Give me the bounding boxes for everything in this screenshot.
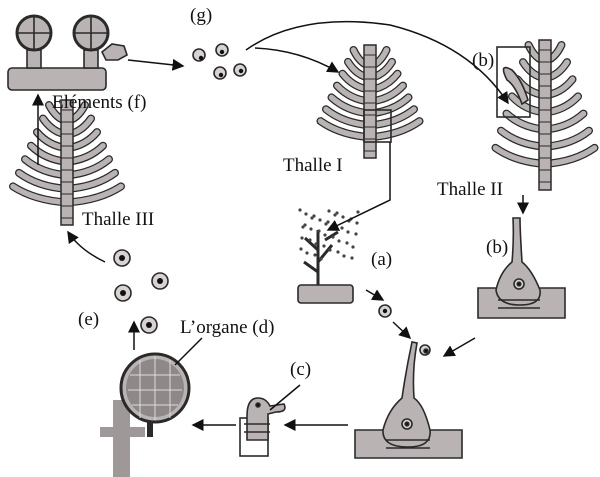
elements-f-illustration — [7, 14, 128, 91]
spore-dot — [318, 218, 322, 222]
spore-dot — [319, 257, 323, 261]
spore-dot — [298, 208, 302, 212]
label-g: (g) — [190, 5, 213, 26]
thalle-2-illustration — [491, 39, 599, 191]
spore-dot — [308, 238, 312, 242]
spore-dot — [299, 247, 303, 251]
label-thalle-1: Thalle I — [283, 155, 343, 176]
label-thalle-3: Thalle III — [82, 209, 155, 230]
spore-dot — [314, 242, 318, 246]
spore-dot — [313, 253, 317, 257]
thalle-3-illustration — [9, 99, 125, 226]
spore-dot — [350, 256, 354, 260]
label-thalle-2: Thalle II — [437, 179, 503, 200]
label-elements-f: Eléments (f) — [52, 92, 147, 113]
label-e: (e) — [78, 309, 100, 330]
spore-dot — [341, 215, 345, 219]
spore-dot — [331, 235, 335, 239]
spore-dot — [317, 229, 321, 233]
label-a: (a) — [371, 249, 393, 270]
spore-dot — [327, 209, 331, 213]
spore-dot — [346, 230, 350, 234]
spore-dot — [345, 241, 349, 245]
spore-dot — [355, 221, 359, 225]
spore-dot — [303, 223, 307, 227]
spore-dot — [322, 244, 326, 248]
label-organe-d: L’organe (d) — [180, 317, 275, 338]
spore-dot — [324, 222, 328, 226]
label-b-top: (b) — [472, 50, 495, 71]
label-c: (c) — [290, 359, 312, 380]
spore-dot — [336, 250, 340, 254]
carpogonium-b — [477, 217, 566, 319]
spore-dot — [300, 236, 304, 240]
spore-dot — [340, 226, 344, 230]
spore-dot — [328, 248, 332, 252]
spore-dot — [333, 213, 337, 217]
fertilization-stage — [354, 341, 463, 459]
thalle-1-illustration — [316, 44, 424, 159]
spore-dot — [342, 254, 346, 258]
spore-dot — [323, 233, 327, 237]
stage-c — [239, 397, 286, 457]
spore-dot — [335, 211, 339, 215]
spore-dot — [312, 214, 316, 218]
spore-dot — [310, 216, 314, 220]
spore-dot — [309, 227, 313, 231]
spore-dot — [337, 239, 341, 243]
organ-d — [100, 352, 191, 477]
spore-dot — [351, 245, 355, 249]
label-b-bottom: (b) — [486, 237, 509, 258]
spore-dot — [301, 225, 305, 229]
spore-dot — [354, 232, 358, 236]
spore-dot — [356, 210, 360, 214]
releasing-fragment — [297, 230, 354, 304]
spore-dot — [305, 251, 309, 255]
spore-dot — [304, 212, 308, 216]
